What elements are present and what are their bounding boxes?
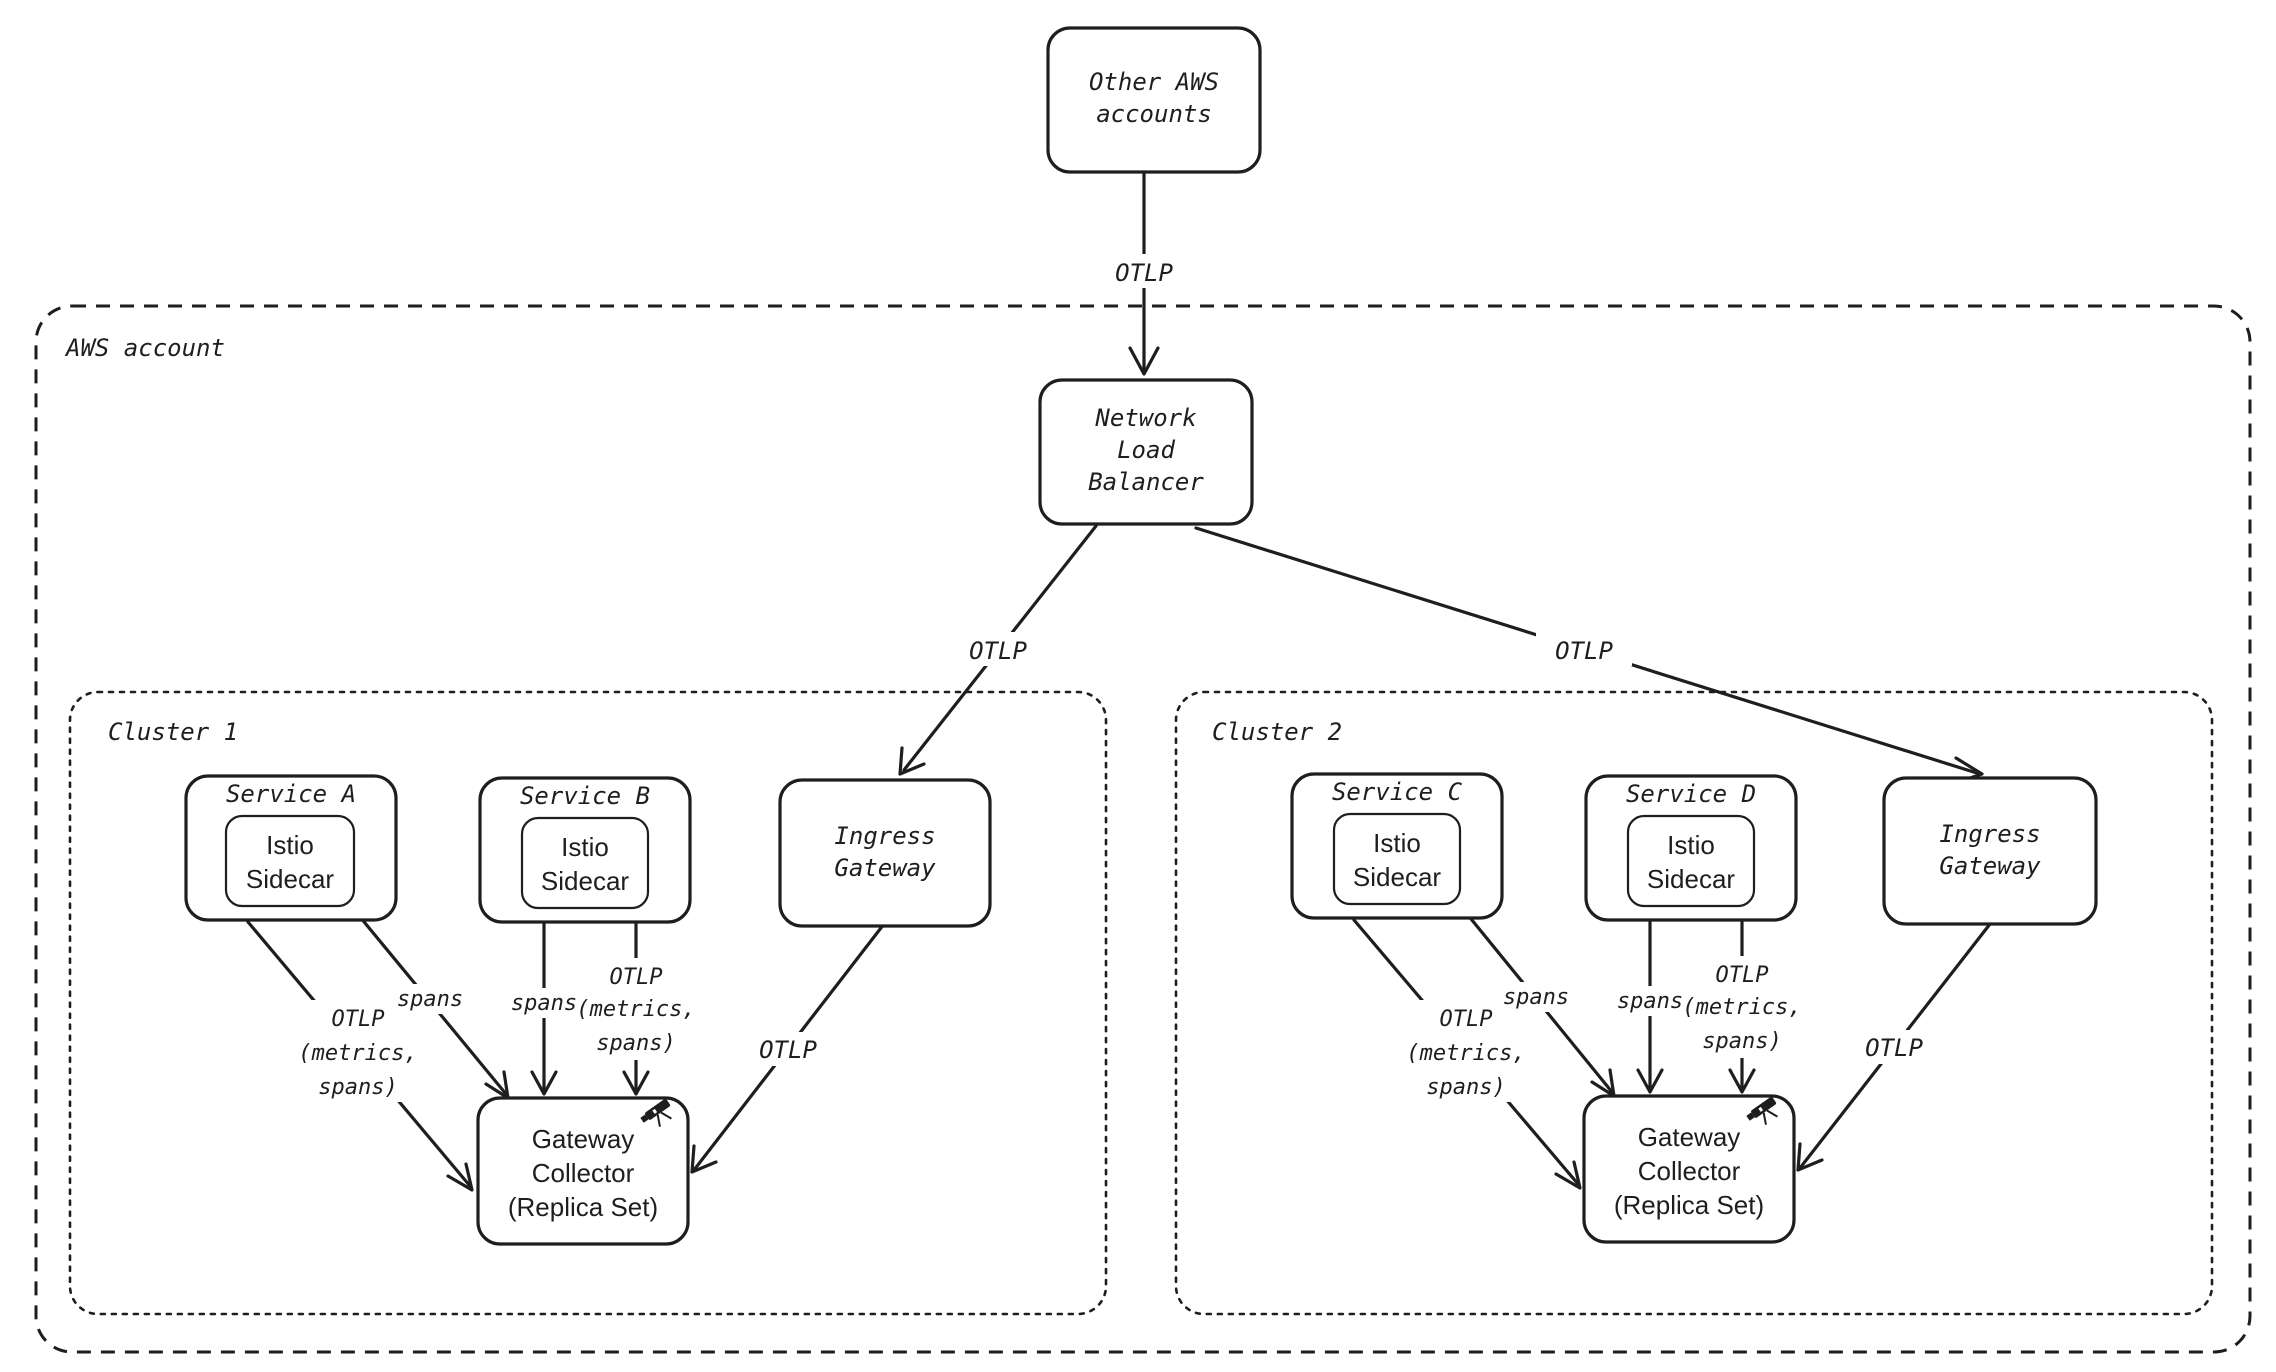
svg-text:Sidecar: Sidecar [1353, 862, 1441, 892]
telescope-icon [640, 1099, 672, 1127]
svg-text:OTLP: OTLP [1555, 637, 1613, 665]
svg-text:spans: spans [397, 987, 463, 1012]
svg-text:(Replica Set): (Replica Set) [508, 1192, 658, 1222]
svg-text:OTLP: OTLP [759, 1036, 817, 1064]
edge-label-spans-b: spans [504, 988, 584, 1018]
node-service-d: Service D Istio Sidecar [1584, 774, 1798, 922]
arrowhead [690, 1144, 718, 1174]
edge-label-otlp-metrics-spans-c: OTLP (metrics, spans) [1406, 1000, 1528, 1102]
node-service-b: Service B Istio Sidecar [478, 776, 692, 924]
arrowhead [1636, 1068, 1664, 1094]
edge-label-otlp-metrics-spans-a: OTLP (metrics, spans) [298, 1000, 420, 1102]
istio-sidecar-c: Istio Sidecar [1332, 812, 1462, 906]
svg-text:Ingress: Ingress [834, 822, 935, 850]
svg-text:Sidecar: Sidecar [541, 866, 629, 896]
istio-sidecar-b: Istio Sidecar [520, 816, 650, 910]
node-gateway-collector-1: Gateway Collector (Replica Set) [476, 1096, 690, 1246]
svg-text:Gateway: Gateway [532, 1124, 635, 1154]
cluster-1-label: Cluster 1 [108, 718, 238, 746]
svg-text:(metrics,: (metrics, [1406, 1041, 1525, 1066]
edge-label-spans-c: spans [1498, 982, 1578, 1012]
svg-text:Collector: Collector [532, 1158, 635, 1188]
svg-text:OTLP: OTLP [969, 637, 1027, 665]
svg-text:Load: Load [1117, 436, 1175, 464]
cluster-2-region [1174, 690, 2214, 1316]
svg-text:Istio: Istio [1667, 830, 1715, 860]
svg-text:Gateway: Gateway [1638, 1122, 1741, 1152]
arrowhead [1554, 1160, 1582, 1190]
svg-text:OTLP: OTLP [1440, 1007, 1493, 1032]
svg-text:Collector: Collector [1638, 1156, 1741, 1186]
edge-label-otlp-nlb-right: OTLP [1536, 632, 1632, 666]
svg-text:spans: spans [1617, 989, 1683, 1014]
svg-text:OTLP: OTLP [1115, 259, 1173, 287]
svg-text:Istio: Istio [1373, 828, 1421, 858]
edge-label-otlp-top: OTLP [1096, 254, 1192, 288]
node-other-aws-accounts: Other AWS accounts [1046, 26, 1262, 174]
edge-label-spans-d: spans [1610, 986, 1690, 1016]
telescope-icon [1746, 1097, 1778, 1125]
svg-text:(Replica Set): (Replica Set) [1614, 1190, 1764, 1220]
svg-text:spans): spans) [1426, 1075, 1505, 1100]
svg-text:Istio: Istio [561, 832, 609, 862]
aws-account-label: AWS account [64, 334, 225, 362]
istio-sidecar-d: Istio Sidecar [1626, 814, 1756, 908]
svg-text:OTLP: OTLP [1716, 963, 1769, 988]
edge-label-otlp-metrics-spans-b: OTLP (metrics, spans) [576, 958, 696, 1060]
arrowhead [1728, 1068, 1756, 1094]
svg-text:Other AWS: Other AWS [1089, 68, 1219, 96]
svg-text:Sidecar: Sidecar [246, 864, 334, 894]
node-service-c: Service C Istio Sidecar [1290, 772, 1504, 920]
svg-text:Istio: Istio [266, 830, 314, 860]
cluster-2-label: Cluster 2 [1212, 718, 1342, 746]
svg-text:OTLP: OTLP [610, 965, 663, 990]
node-gateway-collector-2: Gateway Collector (Replica Set) [1582, 1094, 1796, 1244]
arrowhead [1796, 1142, 1824, 1172]
node-network-load-balancer: Network Load Balancer [1038, 378, 1254, 526]
svg-text:(metrics,: (metrics, [1682, 995, 1801, 1020]
svg-text:Network: Network [1094, 404, 1197, 432]
arrowhead [898, 746, 926, 776]
node-ingress-gateway-1: Ingress Gateway [778, 778, 992, 928]
svg-text:Service D: Service D [1626, 780, 1756, 808]
edge-label-otlp-ingress-2: OTLP [1846, 1030, 1942, 1064]
arrowhead [1128, 346, 1160, 376]
arrowhead [446, 1162, 474, 1192]
edge-label-otlp-nlb-left: OTLP [950, 632, 1046, 666]
istio-sidecar-a: Istio Sidecar [224, 814, 356, 908]
svg-text:accounts: accounts [1096, 100, 1212, 128]
arrowhead [530, 1070, 558, 1096]
svg-text:spans): spans) [318, 1075, 397, 1100]
svg-text:spans: spans [1503, 985, 1569, 1010]
svg-text:(metrics,: (metrics, [298, 1041, 417, 1066]
svg-text:spans: spans [511, 991, 577, 1016]
edge-label-otlp-metrics-spans-d: OTLP (metrics, spans) [1682, 956, 1802, 1058]
svg-text:Balancer: Balancer [1088, 468, 1204, 496]
svg-text:OTLP: OTLP [1865, 1034, 1923, 1062]
arrowhead [622, 1070, 650, 1096]
edge-label-otlp-ingress-1: OTLP [740, 1032, 836, 1066]
cluster-1-region [68, 690, 1108, 1316]
svg-text:Ingress: Ingress [1939, 820, 2040, 848]
svg-text:Service A: Service A [226, 780, 356, 808]
node-service-a: Service A Istio Sidecar [184, 774, 398, 922]
svg-text:Service B: Service B [520, 782, 650, 810]
svg-text:OTLP: OTLP [332, 1007, 385, 1032]
svg-text:Gateway: Gateway [1939, 852, 2041, 880]
edge-label-spans-a: spans [392, 984, 472, 1014]
aws-account-region [34, 304, 2252, 1354]
svg-text:spans): spans) [1702, 1029, 1781, 1054]
svg-text:Sidecar: Sidecar [1647, 864, 1735, 894]
svg-text:(metrics,: (metrics, [576, 997, 695, 1022]
svg-text:Service C: Service C [1332, 778, 1463, 806]
svg-text:Gateway: Gateway [834, 854, 936, 882]
node-ingress-gateway-2: Ingress Gateway [1882, 776, 2098, 926]
svg-text:spans): spans) [596, 1031, 675, 1056]
